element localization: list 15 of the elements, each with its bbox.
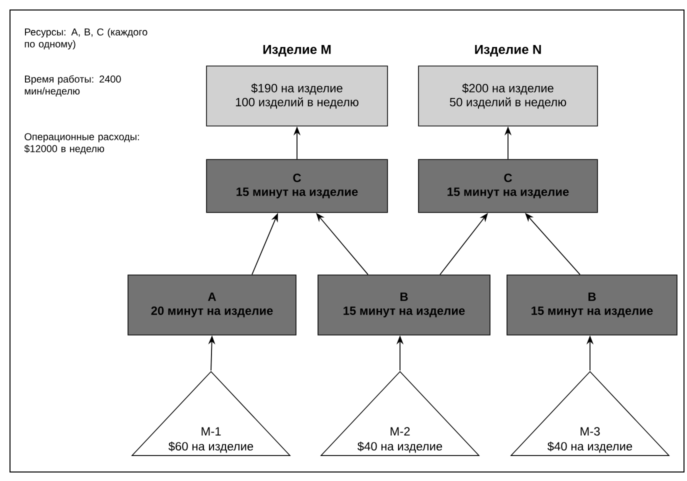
material-text: M-1 $60 на изделие [168,427,254,453]
note-text: Ресурсы: A, B, C (каждого по одному) [24,28,148,50]
resource-box: C 15 минут на изделие [206,159,388,213]
material-text: M-3 $40 на изделие [548,427,632,453]
product-heading: Изделие M [263,45,331,56]
note-text: Время работы: 2400 мин/неделю [24,75,121,96]
resource-box: B 15 минут на изделие [506,274,678,336]
product-heading: Изделие N [475,45,541,56]
product-box: $200 на изделие 50 изделий в неделю [418,66,598,126]
resource-box: B 15 минут на изделие [318,274,490,336]
resource-box: C 15 минут на изделие [418,159,598,213]
product-box: $190 на изделие 100 изделий в неделю [206,66,388,126]
note-text: Операционные расходы: $12000 в неделю [24,133,139,154]
material-text: M-2 $40 на изделие [358,427,442,453]
resource-box: A 20 минут на изделие [128,274,296,336]
